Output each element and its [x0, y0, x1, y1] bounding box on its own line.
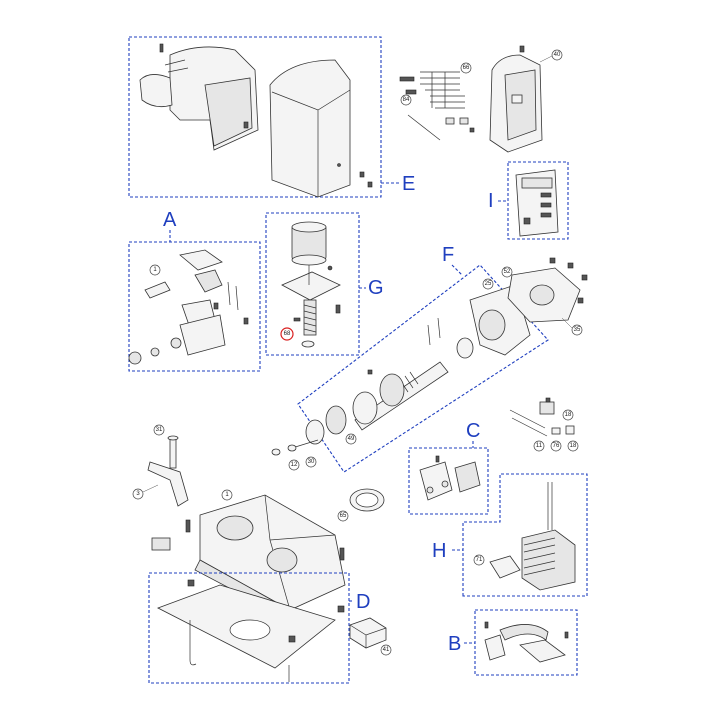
- callout-30-label: 30: [308, 459, 315, 465]
- callout-25: [482, 278, 494, 290]
- callout-49-label: 49: [348, 436, 355, 442]
- callout-66-label: 66: [463, 65, 470, 71]
- callout-18-bottom-label: 18: [570, 443, 577, 449]
- group-label-h: H: [432, 540, 446, 562]
- control-board-drawing: [515, 169, 559, 237]
- callout-84: [400, 94, 412, 106]
- callout-1-housing-label: 1: [225, 492, 229, 498]
- seal-ring-drawing: [349, 488, 385, 512]
- callout-3: [132, 488, 144, 500]
- mounting-brackets-drawing: [484, 621, 569, 663]
- limit-switch-parts-drawing: [509, 397, 575, 437]
- callout-84-label: 84: [403, 97, 410, 103]
- wiring-parts-drawing: [399, 71, 475, 141]
- callout-31-label: 31: [156, 427, 163, 433]
- group-label-i: I: [488, 190, 494, 212]
- callout-18-top-label: 18: [565, 412, 572, 418]
- callout-40: [551, 49, 563, 61]
- callout-41: [380, 644, 392, 656]
- group-label-b: B: [448, 633, 461, 655]
- callout-18-top: [562, 409, 574, 421]
- callout-66: [460, 62, 472, 74]
- callout-76-label: 76: [553, 443, 560, 449]
- callout-1-housing: [221, 489, 233, 501]
- callout-65: [337, 510, 349, 522]
- callout-52-label: 52: [504, 269, 511, 275]
- group-label-g: G: [368, 277, 384, 299]
- callout-11-label: 11: [536, 443, 543, 449]
- group-i-box: [507, 161, 569, 240]
- group-g-box: [265, 212, 360, 356]
- base-plate-drawing: [157, 579, 345, 682]
- group-label-c: C: [466, 420, 480, 442]
- group-d-box: [148, 572, 350, 684]
- callout-65-label: 65: [340, 513, 347, 519]
- group-label-a: A: [163, 209, 177, 231]
- callout-12: [288, 459, 300, 471]
- group-h-box: [462, 473, 588, 597]
- group-a-box: [128, 241, 261, 372]
- callout-3-label: 3: [136, 491, 140, 497]
- callout-68-highlighted: [280, 327, 294, 341]
- group-label-f: F: [442, 244, 454, 266]
- terminal-block-drawing: [419, 455, 481, 501]
- callout-18-bottom: [567, 440, 579, 452]
- group-e-box: [128, 36, 382, 198]
- callout-49: [345, 433, 357, 445]
- callout-76: [550, 440, 562, 452]
- callout-71: [473, 554, 485, 566]
- gearbox-cover-drawing: [507, 257, 588, 323]
- callout-68-label: 68: [284, 331, 291, 337]
- callout-25-label: 25: [485, 281, 492, 287]
- callout-31: [153, 424, 165, 436]
- callout-11: [533, 440, 545, 452]
- shaft-washers-drawing: [271, 439, 319, 456]
- cable-cover-drawing: [349, 617, 387, 649]
- callout-52: [501, 266, 513, 278]
- group-label-d: D: [356, 591, 370, 613]
- callout-1-group-a-label: 1: [153, 267, 157, 273]
- callout-35: [571, 324, 583, 336]
- control-box-housing-drawing: [489, 45, 543, 153]
- transformer-drawing: [489, 482, 576, 591]
- callout-71-label: 71: [476, 557, 483, 563]
- motor-drawing: [281, 221, 341, 348]
- callout-1-group-a: [149, 264, 161, 276]
- callout-41-label: 41: [383, 647, 390, 653]
- group-label-e: E: [402, 173, 415, 195]
- group-c-box: [408, 447, 489, 515]
- callout-35-label: 35: [574, 327, 581, 333]
- callout-12-label: 12: [291, 462, 298, 468]
- rear-cover-drawing: [269, 59, 373, 198]
- front-cover-drawing: [139, 43, 259, 151]
- release-lever-drawing: [147, 435, 189, 507]
- callout-40-label: 40: [554, 52, 561, 58]
- callout-30: [305, 456, 317, 468]
- release-mechanism-drawing: [128, 249, 249, 365]
- group-f-box: [297, 264, 549, 473]
